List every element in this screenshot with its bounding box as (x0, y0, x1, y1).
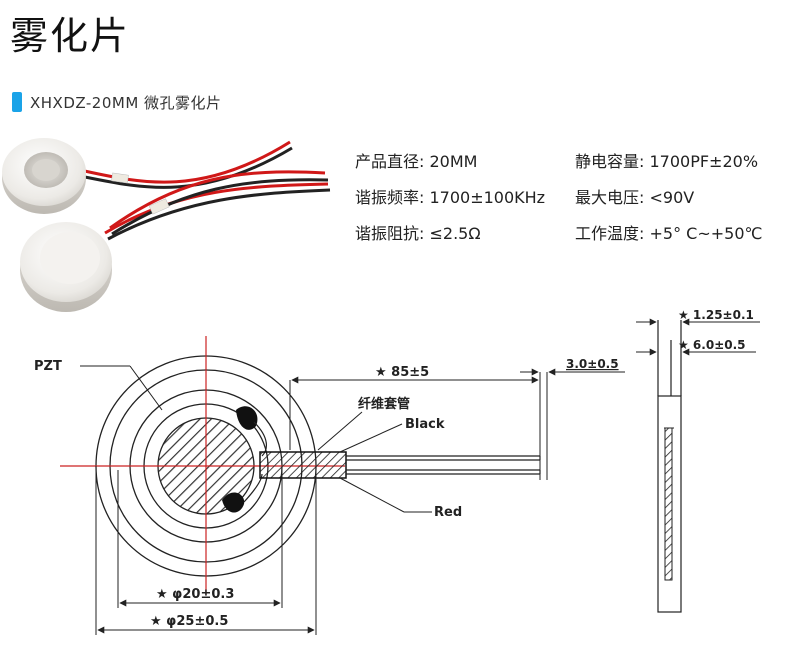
wire-pair-1 (79, 140, 293, 189)
spec-diameter: 产品直径: 20MM (355, 152, 478, 171)
length-dimension: ★ 85±5 (375, 365, 429, 380)
accent-bar (12, 92, 22, 112)
disc-2 (20, 222, 112, 312)
thickness-dimension: ★ 1.25±0.1 (678, 308, 754, 322)
height-dimension: ★ 6.0±0.5 (678, 338, 746, 352)
lead-wires (346, 455, 541, 475)
spec-resonant-impedance: 谐振阻抗: ≤2.5Ω (355, 224, 481, 243)
spec-capacitance: 静电容量: 1700PF±20% (575, 152, 759, 171)
pzt-label: PZT (34, 359, 62, 374)
red-wire-label: Red (434, 505, 462, 520)
technical-drawing: PZT ★ 85±5 3.0±0.5 纤维套管 Black Red ★ φ20±… (34, 308, 760, 635)
side-view-plate (664, 427, 673, 581)
outer-diameter-dimension: ★ φ25±0.5 (150, 614, 228, 629)
page-title: 雾化片 (10, 14, 131, 58)
spec-resonant-frequency: 谐振频率: 1700±100KHz (355, 188, 546, 207)
solder-pad-top (236, 406, 258, 430)
product-model: XHXDZ-20MM 微孔雾化片 (30, 93, 222, 112)
spec-max-voltage: 最大电压: <90V (575, 188, 695, 207)
spec-operating-temperature: 工作温度: +5° C~+50℃ (575, 224, 763, 243)
product-photo (2, 138, 331, 312)
inner-diameter-dimension: ★ φ20±0.3 (156, 587, 234, 602)
fiber-sleeve (259, 451, 347, 479)
sleeve-label: 纤维套管 (358, 396, 410, 412)
side-view (657, 320, 682, 613)
strip-length-dimension: 3.0±0.5 (566, 357, 619, 371)
disc-1 (2, 138, 86, 214)
solder-pad-bottom (222, 492, 245, 513)
product-subheading: XHXDZ-20MM 微孔雾化片 (12, 92, 222, 112)
wire-pair-2 (104, 170, 331, 241)
black-wire-label: Black (405, 417, 445, 432)
